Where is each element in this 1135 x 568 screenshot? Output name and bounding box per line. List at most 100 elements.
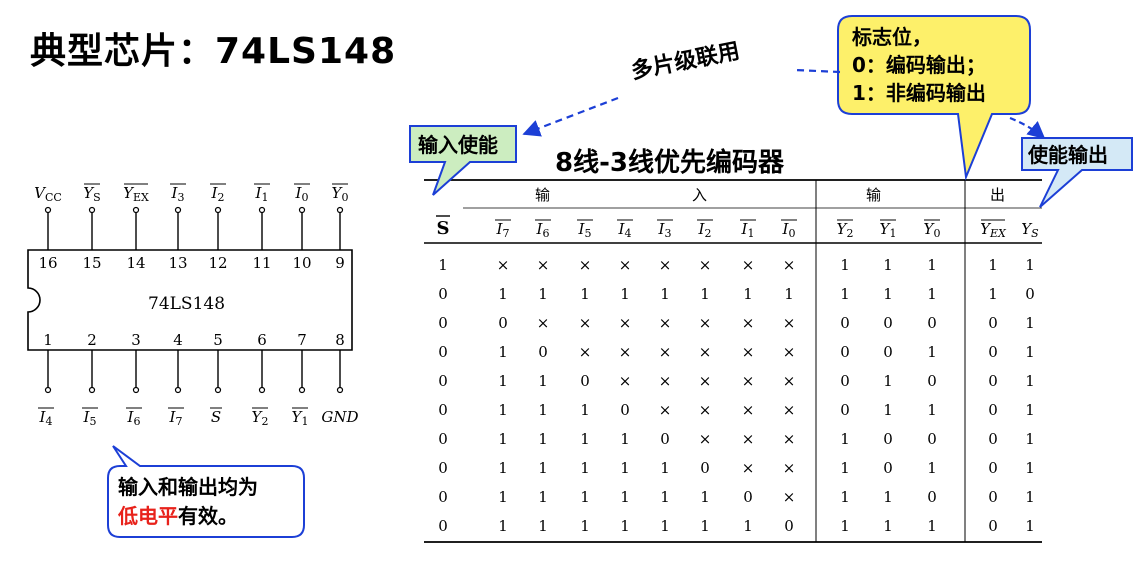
pin-label: Y0 xyxy=(332,184,349,204)
table-cell: 1 xyxy=(840,459,850,477)
column-header: I0 xyxy=(782,220,796,240)
pin-label: Y1 xyxy=(292,408,309,428)
pin-number: 4 xyxy=(173,331,183,349)
table-cell: 1 xyxy=(840,517,850,535)
table-cell: × xyxy=(537,256,550,274)
table-cell: 0 xyxy=(883,343,893,361)
pin-label: Y2 xyxy=(252,408,269,428)
table-cell: 0 xyxy=(927,314,937,332)
table-cell: 0 xyxy=(438,372,448,390)
table-cell: 0 xyxy=(438,285,448,303)
table-cell: 0 xyxy=(840,372,850,390)
table-cell: 1 xyxy=(700,488,710,506)
callout-flag: 标志位， 0：编码输出； 1：非编码输出 xyxy=(837,15,1031,181)
table-cell: 0 xyxy=(840,401,850,419)
table-cell: 1 xyxy=(498,459,508,477)
callout-enable-output: 使能输出 xyxy=(1021,137,1133,208)
pin-dot xyxy=(336,386,344,394)
table-cell: 1 xyxy=(660,459,670,477)
pin-label: I6 xyxy=(127,408,141,428)
callout-flag-line2: 0：编码输出； xyxy=(852,53,986,77)
table-cell: 1 xyxy=(660,488,670,506)
pin-dot xyxy=(88,386,96,394)
table-cell: 1 xyxy=(620,517,630,535)
table-cell: 1 xyxy=(743,285,753,303)
group-header-input-1: 输 xyxy=(535,186,550,204)
table-cell: 1 xyxy=(988,285,998,303)
table-cell: 0 xyxy=(883,430,893,448)
table-cell: 0 xyxy=(927,372,937,390)
pin-number: 2 xyxy=(87,331,97,349)
column-header: I1 xyxy=(741,220,755,240)
callout-low-level: 输入和输出均为 低电平有效。 xyxy=(107,445,305,538)
table-cell: × xyxy=(699,314,712,332)
column-header: Y1 xyxy=(880,220,897,240)
table-cell: 0 xyxy=(988,459,998,477)
table-cell: 0 xyxy=(927,488,937,506)
column-header: I5 xyxy=(578,220,592,240)
column-header: I6 xyxy=(536,220,550,240)
pin-label: I4 xyxy=(39,408,53,428)
table-cell: × xyxy=(699,372,712,390)
table-cell: 1 xyxy=(700,285,710,303)
table-cell: 1 xyxy=(438,256,448,274)
page-title: 典型芯片：74LS148 xyxy=(30,31,397,72)
table-cell: 1 xyxy=(498,430,508,448)
callout-flag-line1: 标志位， xyxy=(852,25,932,49)
table-cell: 1 xyxy=(1025,459,1035,477)
pin-label: I1 xyxy=(255,184,269,204)
table-cell: 1 xyxy=(538,401,548,419)
pin-number: 7 xyxy=(297,331,307,349)
table-cell: × xyxy=(783,488,796,506)
table-cell: 0 xyxy=(784,517,794,535)
pin-dot xyxy=(298,206,306,214)
cascade-arrow-to-enable-input xyxy=(522,96,619,137)
table-cell: 1 xyxy=(620,430,630,448)
group-header-output-2: 出 xyxy=(990,186,1005,204)
table-cell: 1 xyxy=(840,430,850,448)
pin-number: 6 xyxy=(257,331,267,349)
table-cell: × xyxy=(742,459,755,477)
pin-number: 13 xyxy=(168,254,187,272)
table-cell: × xyxy=(659,343,672,361)
table-cell: 0 xyxy=(438,459,448,477)
table-cell: 1 xyxy=(498,285,508,303)
pin-dot xyxy=(88,206,96,214)
pin-number: 8 xyxy=(335,331,345,349)
table-cell: 0 xyxy=(988,517,998,535)
table-cell: 0 xyxy=(1025,285,1035,303)
table-cell: 1 xyxy=(927,517,937,535)
pin-number: 12 xyxy=(208,254,227,272)
column-header: YEX xyxy=(980,220,1007,240)
table-cell: 1 xyxy=(498,401,508,419)
pin-number: 3 xyxy=(131,331,141,349)
table-cell: 1 xyxy=(927,256,937,274)
table-cell: × xyxy=(619,343,632,361)
table-cell: × xyxy=(742,430,755,448)
pin-dot xyxy=(132,386,140,394)
table-cell: 1 xyxy=(988,256,998,274)
chip-body xyxy=(27,249,353,351)
table-cell: × xyxy=(742,314,755,332)
pin-label: YEX xyxy=(123,184,149,204)
pin-dot xyxy=(298,386,306,394)
table-cell: 1 xyxy=(620,459,630,477)
table-cell: 0 xyxy=(438,430,448,448)
table-cell: 1 xyxy=(883,488,893,506)
table-title: 8线-3线优先编码器 xyxy=(555,148,784,178)
table-cell: × xyxy=(742,372,755,390)
table-cell: 0 xyxy=(438,343,448,361)
table-cell: × xyxy=(497,256,510,274)
pin-label: YS xyxy=(83,184,100,204)
pin-number: 15 xyxy=(82,254,101,272)
table-cell: 1 xyxy=(1025,488,1035,506)
table-cell: 1 xyxy=(1025,517,1035,535)
pin-label: VCC xyxy=(34,184,62,204)
pin-number: 5 xyxy=(213,331,223,349)
pin-dot xyxy=(258,386,266,394)
table-cell: 0 xyxy=(580,372,590,390)
table-cell: 0 xyxy=(498,314,508,332)
pin-label: S xyxy=(211,408,221,426)
table-cell: 1 xyxy=(927,285,937,303)
